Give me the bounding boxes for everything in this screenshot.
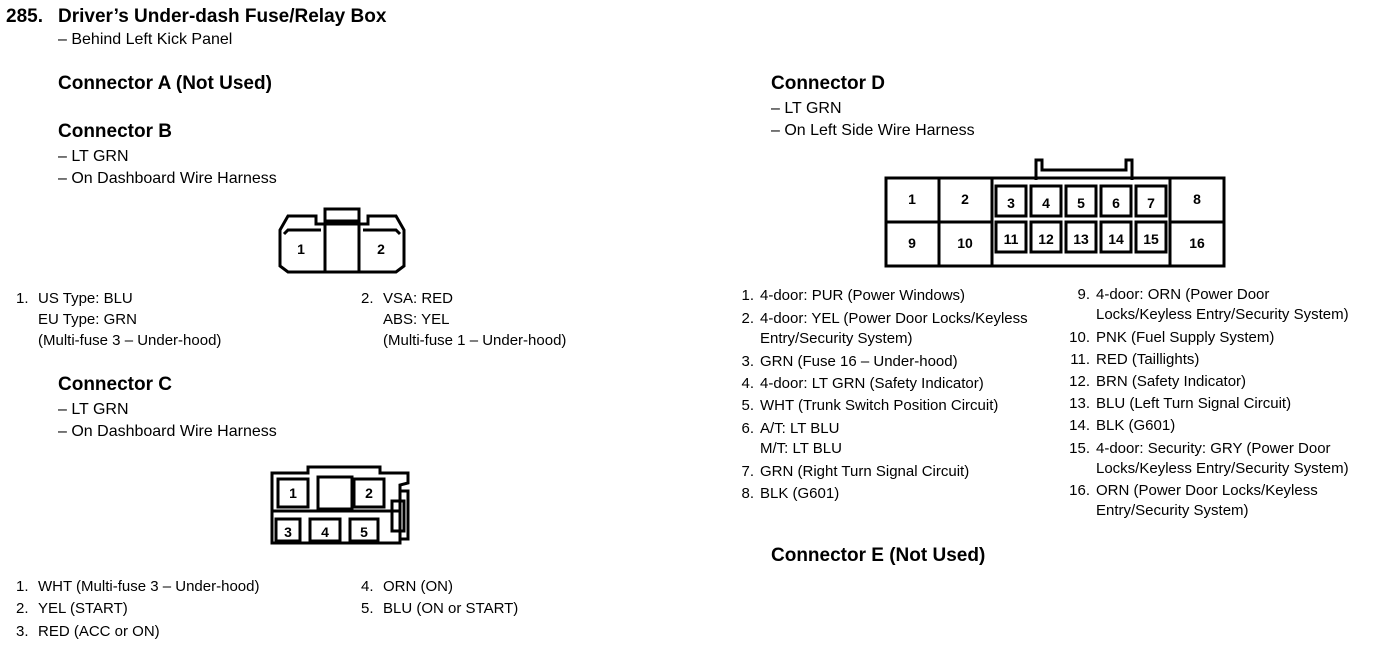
connector-c-location: – On Dashboard Wire Harness (58, 423, 277, 440)
connector-c-pin-5-desc: 5.BLU (ON or START) (361, 600, 519, 617)
connector-b-color: – LT GRN (58, 148, 129, 165)
list-item: 11.RED (Taillights) (1070, 351, 1200, 368)
connector-d-diagram: 1 2 3 4 5 6 7 8 9 10 11 12 13 14 15 16 (884, 158, 1226, 268)
connector-d-pins-left: 1.4-door: PUR (Power Windows) 2.4-door: … (724, 285, 1028, 505)
connector-d-pin-5: 5 (1077, 195, 1085, 211)
connector-d-color: – LT GRN (771, 100, 842, 117)
connector-c-pin-4-desc: 4.ORN (ON) (361, 578, 453, 595)
connector-c-side-latch (390, 499, 406, 533)
connector-e-heading: Connector E (Not Used) (771, 545, 986, 566)
connector-d-pin-2: 2 (961, 191, 969, 207)
connector-c-pin-3: 3 (284, 524, 292, 540)
connector-c-heading: Connector C (58, 374, 172, 395)
list-item: 12.BRN (Safety Indicator) (1069, 373, 1247, 390)
connector-c-pin-4: 4 (321, 524, 329, 540)
connector-c-diagram: 1 2 3 4 5 (270, 465, 410, 545)
connector-c-color: – LT GRN (58, 401, 129, 418)
connector-d-location: – On Left Side Wire Harness (771, 122, 975, 139)
list-item: 14.BLK (G601) (1069, 417, 1176, 434)
page-subtitle: – Behind Left Kick Panel (58, 31, 233, 48)
list-item: 4.4-door: LT GRN (Safety Indicator) (741, 375, 984, 392)
connector-c-pin-2: 2 (365, 485, 373, 501)
connector-b-housing (278, 214, 406, 274)
connector-b-pin-1-desc: 1.US Type: BLU EU Type: GRN (Multi-fuse … (16, 290, 222, 349)
list-item: 10.PNK (Fuel Supply System) (1069, 329, 1275, 346)
list-item: 13.BLU (Left Turn Signal Circuit) (1069, 395, 1292, 412)
connector-d-pin-7: 7 (1147, 195, 1155, 211)
connector-c-pin-1: 1 (289, 485, 297, 501)
connector-d-pin-8: 8 (1193, 191, 1201, 207)
connector-d-heading: Connector D (771, 73, 885, 94)
connector-d-lock-tab (1034, 158, 1134, 180)
connector-b-pin-2-desc: 2.VSA: RED ABS: YEL (Multi-fuse 1 – Unde… (361, 290, 567, 349)
connector-d-pin-4: 4 (1042, 195, 1050, 211)
connector-d-pin-16: 16 (1189, 235, 1205, 251)
connector-c-pin-1-desc: 1.WHT (Multi-fuse 3 – Under-hood) (16, 578, 260, 595)
connector-c-pin-5: 5 (360, 524, 368, 540)
connector-c-cell-2 (352, 477, 386, 509)
connector-d-pin-14: 14 (1108, 231, 1124, 247)
connector-d-pin-13: 13 (1073, 231, 1089, 247)
connector-b-pin-2: 2 (377, 241, 385, 257)
list-item: 1.4-door: PUR (Power Windows) (741, 287, 966, 304)
list-item: 3.GRN (Fuse 16 – Under-hood) (741, 353, 958, 370)
connector-c-pin-2-desc: 2.YEL (START) (16, 600, 128, 617)
connector-d-pin-12: 12 (1038, 231, 1054, 247)
connector-c-cell-1 (276, 477, 310, 509)
connector-d-pin-15: 15 (1143, 231, 1159, 247)
list-item: 5.WHT (Trunk Switch Position Circuit) (741, 397, 999, 414)
connector-b-pin-1: 1 (297, 241, 305, 257)
page-number: 285. (6, 6, 43, 27)
connector-d-pin-6: 6 (1112, 195, 1120, 211)
connector-d-pin-1: 1 (908, 191, 916, 207)
connector-c-housing (270, 465, 410, 545)
connector-b-lock-tab (323, 207, 361, 223)
pin-number: 2. (361, 290, 374, 307)
connector-b-diagram: 1 2 (278, 207, 406, 274)
connector-a-heading: Connector A (Not Used) (58, 73, 272, 94)
connector-d-pin-3: 3 (1007, 195, 1015, 211)
connector-d-pin-9: 9 (908, 235, 916, 251)
connector-b-location: – On Dashboard Wire Harness (58, 170, 277, 187)
pin-number: 1. (16, 290, 29, 307)
connector-d-pin-11: 11 (1004, 231, 1019, 247)
list-item: 7.GRN (Right Turn Signal Circuit) (741, 463, 970, 480)
connector-d-pin-10: 10 (957, 235, 973, 251)
connector-c-pin-3-desc: 3.RED (ACC or ON) (16, 623, 160, 640)
connector-b-heading: Connector B (58, 121, 172, 142)
list-item: 8.BLK (G601) (741, 485, 840, 502)
page-title: Driver’s Under-dash Fuse/Relay Box (58, 6, 387, 27)
